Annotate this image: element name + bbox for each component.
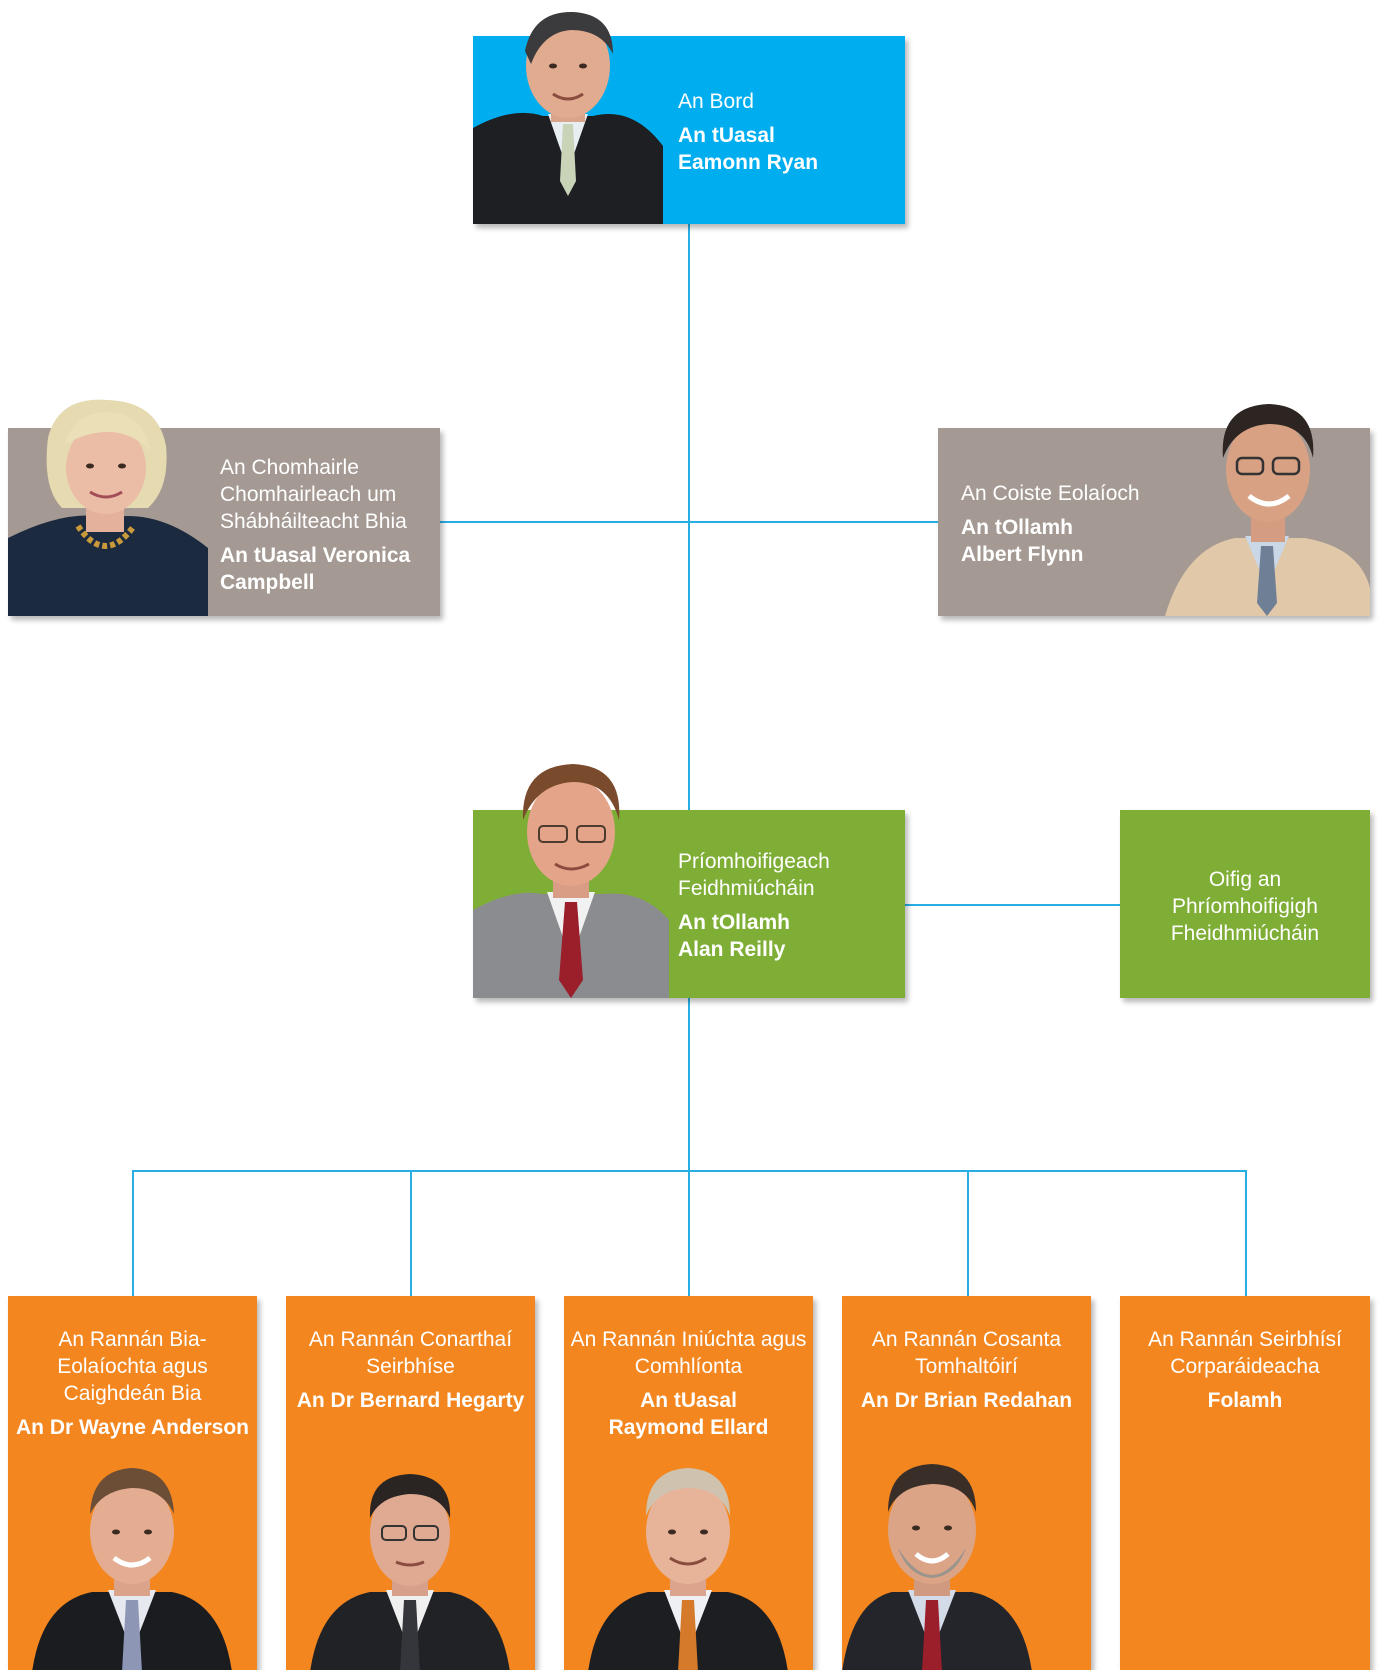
advisory-council-role-2: Chomhairleach um bbox=[220, 483, 397, 506]
advisory-council-portrait-photo bbox=[8, 398, 208, 616]
division-box: An Rannán Cosanta Tomhaltóirí An Dr Bria… bbox=[842, 1296, 1091, 1670]
division-role-2: Eolaíochta agus bbox=[57, 1355, 208, 1378]
board-name-1: An tUasal bbox=[678, 124, 775, 147]
division-name: Folamh bbox=[1207, 1389, 1283, 1412]
division-box: An Rannán Iniúchta agus Comhlíonta An tU… bbox=[564, 1296, 813, 1670]
ceo-office-line-2: Phríomhoifigigh bbox=[1172, 895, 1318, 918]
advisory-council-name-2: Campbell bbox=[220, 571, 315, 594]
division-box: An Rannán Bia- Eolaíochta agus Caighdeán… bbox=[8, 1296, 257, 1670]
scientific-committee-portrait-photo bbox=[1165, 398, 1370, 616]
ceo-name-1: An tOllamh bbox=[678, 911, 791, 934]
advisory-council-name-1: An tUasal Veronica bbox=[220, 544, 411, 567]
division-role-1: An Rannán Seirbhísí bbox=[1148, 1328, 1342, 1351]
scientific-committee-role: An Coiste Eolaíoch bbox=[961, 482, 1140, 505]
advisory-council-role-3: Shábháilteacht Bhia bbox=[220, 510, 407, 533]
connector-ceo-to-divisions bbox=[688, 998, 690, 1296]
division-role-2: Corparáideacha bbox=[1170, 1355, 1320, 1378]
division-text: An Rannán Conarthaí Seirbhíse An Dr Bern… bbox=[286, 1326, 535, 1414]
division-portrait-photo bbox=[842, 1452, 1042, 1670]
division-box: An Rannán Seirbhísí Corparáideacha Folam… bbox=[1120, 1296, 1370, 1670]
connector-division-4 bbox=[967, 1170, 969, 1296]
division-role-1: An Rannán Cosanta bbox=[871, 1328, 1062, 1351]
division-portrait-photo bbox=[32, 1452, 232, 1670]
advisory-council-text: An Chomhairle Chomhairleach um Shábháilt… bbox=[220, 454, 410, 596]
scientific-committee-text: An Coiste Eolaíoch An tOllamh Albert Fly… bbox=[961, 480, 1140, 568]
ceo-office-line-3: Fheidhmiúcháin bbox=[1170, 922, 1320, 945]
connector-division-1 bbox=[132, 1170, 134, 1296]
division-role-2: Seirbhíse bbox=[366, 1355, 455, 1378]
connector-divisions-horizontal bbox=[132, 1170, 1247, 1172]
ceo-portrait-photo bbox=[473, 760, 669, 998]
division-role-1: An Rannán Conarthaí bbox=[308, 1328, 513, 1351]
division-name: An Dr Bernard Hegarty bbox=[296, 1389, 525, 1412]
division-text: An Rannán Bia- Eolaíochta agus Caighdeán… bbox=[8, 1326, 257, 1441]
connector-advisory-horizontal bbox=[438, 521, 938, 523]
connector-ceo-to-office bbox=[902, 904, 1120, 906]
division-text: An Rannán Seirbhísí Corparáideacha Folam… bbox=[1120, 1326, 1370, 1414]
division-portrait-photo bbox=[310, 1452, 510, 1670]
board-name-2: Eamonn Ryan bbox=[678, 151, 819, 174]
board-text: An Bord An tUasal Eamonn Ryan bbox=[678, 88, 818, 176]
division-role-2: Comhlíonta bbox=[634, 1355, 743, 1378]
division-role-3: Caighdeán Bia bbox=[63, 1382, 202, 1405]
ceo-role-2: Feidhmiúcháin bbox=[678, 877, 815, 900]
ceo-office-box: Oifig an Phríomhoifigigh Fheidhmiúcháin bbox=[1120, 810, 1370, 998]
division-text: An Rannán Iniúchta agus Comhlíonta An tU… bbox=[564, 1326, 813, 1441]
division-name: An Dr Brian Redahan bbox=[860, 1389, 1073, 1412]
division-role-2: Tomhaltóirí bbox=[915, 1355, 1018, 1378]
division-role-1: An Rannán Bia- bbox=[58, 1328, 207, 1351]
ceo-role-1: Príomhoifigeach bbox=[678, 850, 830, 873]
ceo-text: Príomhoifigeach Feidhmiúcháin An tOllamh… bbox=[678, 848, 830, 963]
advisory-council-role-1: An Chomhairle bbox=[220, 456, 359, 479]
board-role: An Bord bbox=[678, 90, 754, 113]
division-text: An Rannán Cosanta Tomhaltóirí An Dr Bria… bbox=[842, 1326, 1091, 1414]
division-box: An Rannán Conarthaí Seirbhíse An Dr Bern… bbox=[286, 1296, 535, 1670]
ceo-office-text: Oifig an Phríomhoifigigh Fheidhmiúcháin bbox=[1120, 866, 1370, 947]
division-name-2: Raymond Ellard bbox=[608, 1416, 769, 1439]
board-portrait-photo bbox=[473, 6, 663, 224]
division-role-1: An Rannán Iniúchta agus bbox=[570, 1328, 807, 1351]
ceo-name-2: Alan Reilly bbox=[678, 938, 786, 961]
connector-division-5 bbox=[1245, 1170, 1247, 1296]
scientific-committee-name-2: Albert Flynn bbox=[961, 543, 1084, 566]
ceo-office-line-1: Oifig an bbox=[1208, 868, 1282, 891]
division-portrait-photo bbox=[588, 1452, 788, 1670]
connector-board-to-ceo bbox=[688, 224, 690, 810]
connector-division-2 bbox=[410, 1170, 412, 1296]
scientific-committee-name-1: An tOllamh bbox=[961, 516, 1074, 539]
division-name: An Dr Wayne Anderson bbox=[16, 1416, 249, 1439]
division-name-1: An tUasal bbox=[640, 1389, 737, 1412]
